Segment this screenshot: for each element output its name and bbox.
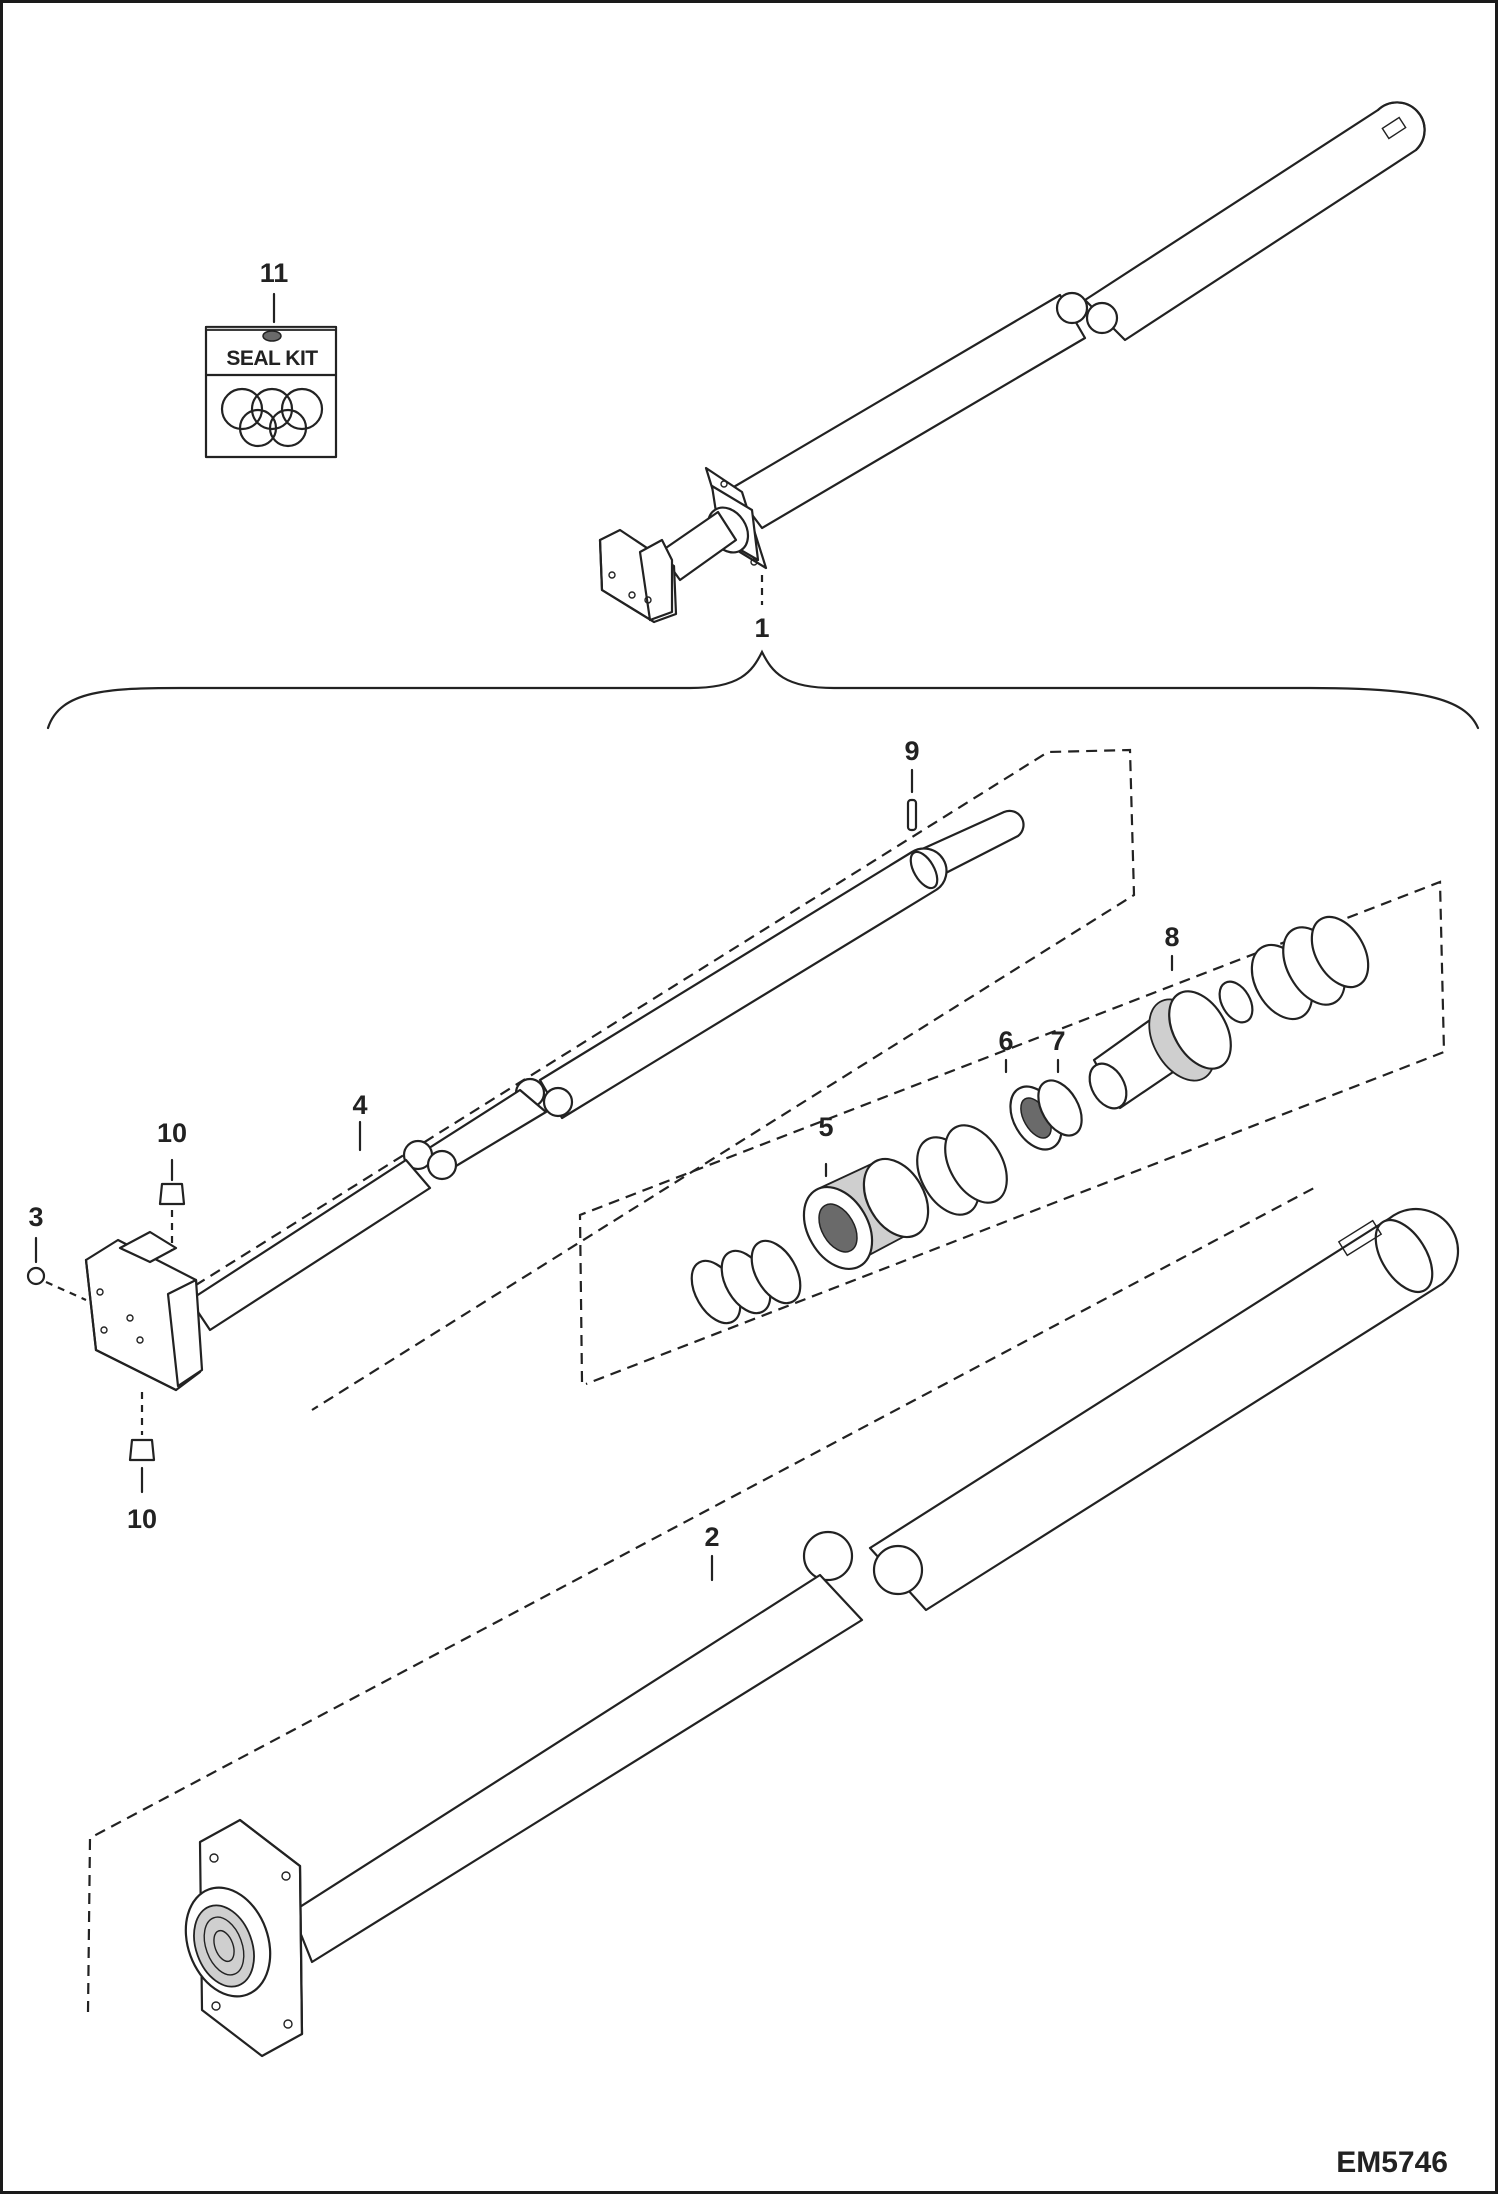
callout-6: 6 (998, 1026, 1013, 1056)
callout-9: 9 (904, 736, 919, 766)
piston-group-box (578, 880, 1446, 1386)
piston-seals-left (690, 1239, 802, 1325)
seal-kit-label: SEAL KIT (226, 347, 318, 370)
callout-2: 2 (704, 1522, 719, 1552)
piston-rod (84, 809, 1025, 1392)
gland-seal (1037, 1058, 1083, 1137)
assembly-brace (46, 649, 1480, 730)
callout-1: 1 (754, 613, 769, 643)
gland (1088, 954, 1232, 1110)
barrel-group-box (86, 1187, 1315, 2013)
callout-7: 7 (1050, 1026, 1065, 1056)
callout-11: 11 (260, 258, 289, 288)
callout-5: 5 (818, 1112, 833, 1142)
seal-kit-package (204, 292, 338, 459)
callout-3: 3 (28, 1202, 43, 1232)
callout-10-bottom: 10 (127, 1504, 157, 1534)
drawing-id: EM5746 (1336, 2146, 1448, 2179)
callout-4: 4 (352, 1090, 367, 1120)
piston (802, 1157, 930, 1271)
callout-8: 8 (1164, 922, 1179, 952)
roll-pin (906, 768, 918, 832)
gland-seals-right (1218, 915, 1370, 1024)
piston-seals-mid (916, 1124, 1008, 1216)
callout-10-top: 10 (157, 1118, 187, 1148)
grease-fittings (26, 1158, 186, 1494)
rod-group-box (179, 748, 1136, 1411)
cylinder-barrel (184, 1207, 1460, 2058)
cylinder-assembly (598, 101, 1426, 624)
